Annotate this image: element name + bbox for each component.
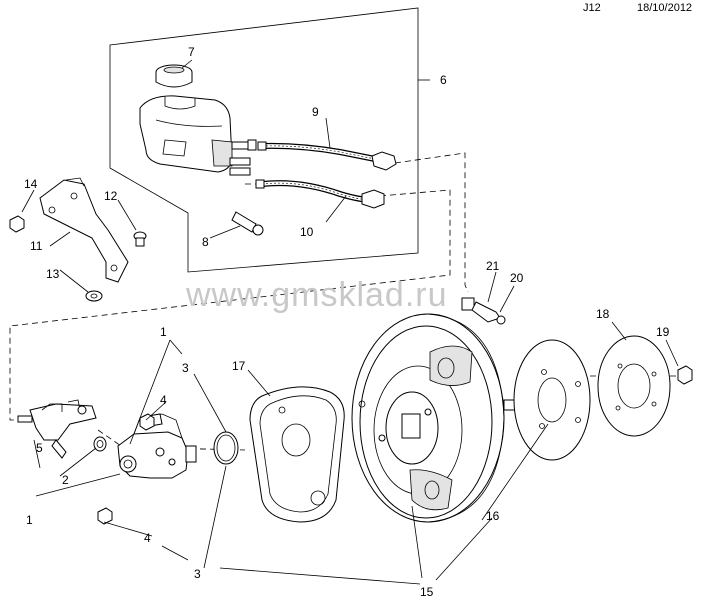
brake-line-dashed-2 [9, 189, 451, 421]
booster-gasket [513, 339, 591, 461]
callout-19: 19 [656, 325, 670, 339]
callout-2: 2 [62, 473, 69, 487]
diagram-code: J12 [583, 2, 601, 14]
bracket-bolt [133, 231, 147, 247]
diagram-date: 18/10/2012 [637, 2, 693, 14]
callout-15: 15 [420, 585, 434, 599]
brake-booster [351, 313, 517, 523]
callout-21: 21 [486, 259, 500, 273]
reservoir-hose-upper [257, 141, 397, 171]
callout-8: 8 [202, 235, 209, 249]
callout-11: 11 [30, 239, 43, 253]
callout-16: 16 [486, 509, 500, 523]
o-ring-seal [213, 431, 239, 465]
callout-7: 7 [188, 45, 195, 59]
reservoir-fittings [229, 139, 257, 176]
mounting-bracket [39, 177, 129, 283]
reservoir-fitting-clip [231, 211, 264, 236]
master-cylinder-nut-lower [97, 507, 113, 525]
callout-10: 10 [300, 225, 314, 239]
callout-3-upper: 3 [182, 361, 189, 375]
callout-9: 9 [312, 105, 319, 119]
callout-20: 20 [510, 271, 524, 285]
callout-4-upper: 4 [160, 393, 167, 407]
reservoir-assembly-panel [109, 7, 419, 273]
fluid-reservoir [139, 95, 233, 173]
callout-17: 17 [232, 359, 246, 373]
pushrod-assembly [17, 399, 97, 459]
reservoir-hose-lower [255, 179, 385, 209]
callout-6: 6 [440, 73, 447, 87]
vacuum-sensor [461, 297, 506, 325]
watermark-text: www.gmsklad.ru [185, 276, 448, 314]
callout-14: 14 [24, 177, 38, 191]
master-cylinder-nut-upper [139, 413, 155, 431]
booster-seal-plate [249, 386, 345, 523]
callout-1-upper: 1 [160, 325, 167, 339]
callout-18: 18 [596, 307, 610, 321]
callout-labels: 7 6 9 10 8 14 12 11 13 21 20 18 19 17 1 … [24, 45, 670, 599]
callout-3-lower: 3 [194, 567, 201, 581]
booster-nut [677, 365, 693, 385]
brake-line-dashed-1 [394, 152, 469, 293]
callout-5: 5 [36, 441, 43, 455]
callout-12: 12 [104, 189, 118, 203]
master-cylinder-seal [93, 436, 107, 452]
reservoir-cap [155, 64, 193, 88]
leader-lines [21, 59, 679, 585]
brake-line-dashed-4 [97, 429, 125, 449]
master-cylinder [117, 413, 197, 479]
bracket-washer [85, 290, 103, 302]
callout-1-lower: 1 [26, 513, 33, 527]
callout-4-lower: 4 [144, 531, 151, 545]
bracket-nut [9, 215, 25, 233]
callout-13: 13 [46, 267, 60, 281]
booster-insulator [597, 335, 671, 437]
